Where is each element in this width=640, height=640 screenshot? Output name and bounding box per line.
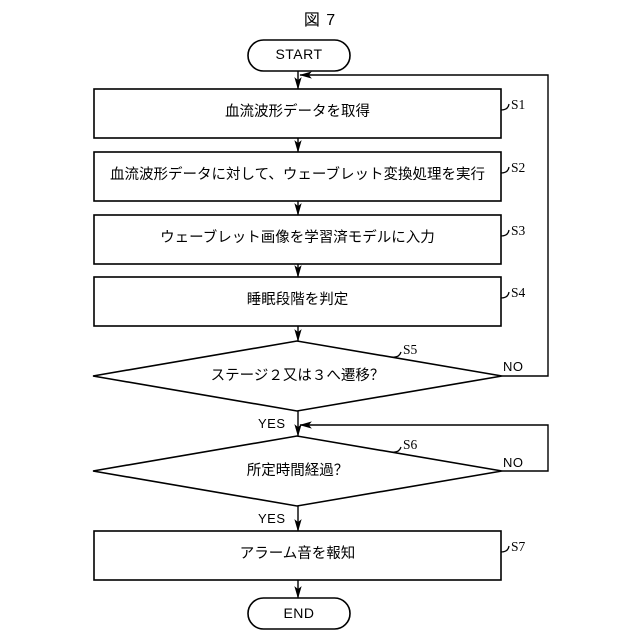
node-start-label: START <box>275 46 323 62</box>
leader-s1 <box>500 103 510 111</box>
step-tag-s1: S1 <box>511 97 526 112</box>
leader-s5 <box>391 351 402 358</box>
step-tag-s3: S3 <box>511 223 526 238</box>
figure-title: 図 7 <box>303 12 337 29</box>
node-s7-label: アラーム音を報知 <box>239 546 356 562</box>
leader-s3 <box>500 229 510 237</box>
node-s4-label: 睡眠段階を判定 <box>246 292 349 308</box>
leader-s4 <box>500 291 510 299</box>
branch-label-s6-no: NO <box>503 455 524 470</box>
node-end-label: END <box>283 605 315 621</box>
branch-label-s6-yes: YES <box>258 511 286 526</box>
branch-label-s5-no: NO <box>503 359 524 374</box>
step-tag-s5: S5 <box>403 342 418 357</box>
node-s5-label: ステージ２又は３へ遷移？ <box>210 368 385 384</box>
step-tag-s7: S7 <box>511 539 526 554</box>
leader-s2 <box>500 166 510 174</box>
leader-s7 <box>500 545 510 553</box>
node-s6-label: 所定時間経過？ <box>246 463 349 479</box>
leader-s6 <box>391 446 402 453</box>
branch-label-s5-yes: YES <box>258 416 286 431</box>
node-start-shape <box>247 39 351 72</box>
node-s1-label: 血流波形データを取得 <box>225 104 370 120</box>
node-s3-label: ウェーブレット画像を学習済モデルに入力 <box>160 230 435 246</box>
step-tag-s2: S2 <box>511 160 526 175</box>
edge-s6-no-loop <box>299 421 549 472</box>
step-tag-s4: S4 <box>511 285 526 300</box>
edge-s5-no-loop <box>299 71 549 377</box>
step-tag-s6: S6 <box>403 437 418 452</box>
node-s2-label: 血流波形データに対して、ウェーブレット変換処理を実行 <box>110 167 485 183</box>
